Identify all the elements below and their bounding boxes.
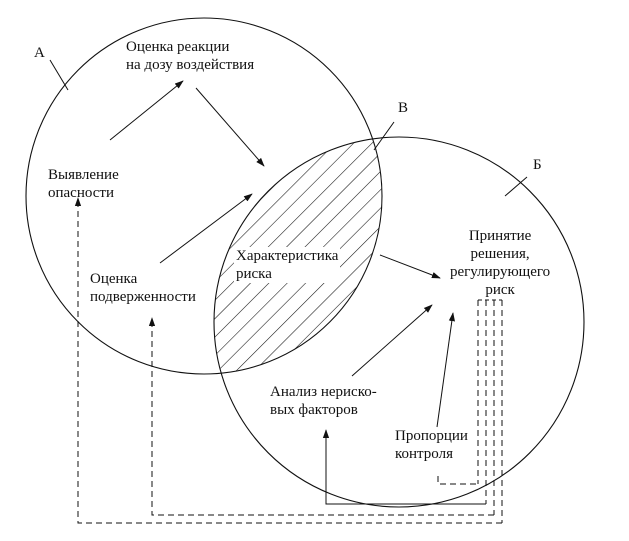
feedback-to-hazard — [74, 197, 502, 524]
label-exposure: Оценка подверженности — [90, 271, 196, 305]
label-nonrisk-factors: Анализ нериско- вых факторов — [270, 384, 377, 418]
arrow-exposure-to-risk — [159, 193, 253, 264]
tick-v — [373, 121, 395, 151]
label-b: Б — [533, 157, 542, 173]
arrow-hazard-to-dose — [109, 80, 184, 141]
circle-b — [213, 136, 585, 508]
label-control-proportions: Пропорции контроля — [395, 428, 468, 462]
label-dose-response: Оценка реакции на дозу воздействия — [126, 39, 255, 73]
circle-a — [25, 17, 383, 375]
tick-a — [49, 59, 69, 91]
label-hazard: Выявление опасности — [48, 167, 119, 201]
feedback-to-control — [437, 476, 478, 485]
label-v: В — [398, 100, 409, 116]
arrow-nonrisk-to-decision — [351, 304, 433, 377]
risk-intersection-hatch — [214, 137, 382, 374]
tick-b — [504, 176, 528, 197]
arrow-risk-to-decision — [379, 254, 441, 279]
feedback-to-nonrisk — [322, 429, 486, 505]
label-a: А — [34, 45, 45, 61]
arrow-dose-to-risk — [195, 87, 265, 167]
label-decision: Принятие решения, регулирующего риск — [450, 228, 551, 298]
label-risk-characterization: Характеристика риска — [234, 247, 341, 283]
feedback-to-exposure — [148, 317, 494, 516]
arrow-control-to-decision — [436, 312, 455, 428]
